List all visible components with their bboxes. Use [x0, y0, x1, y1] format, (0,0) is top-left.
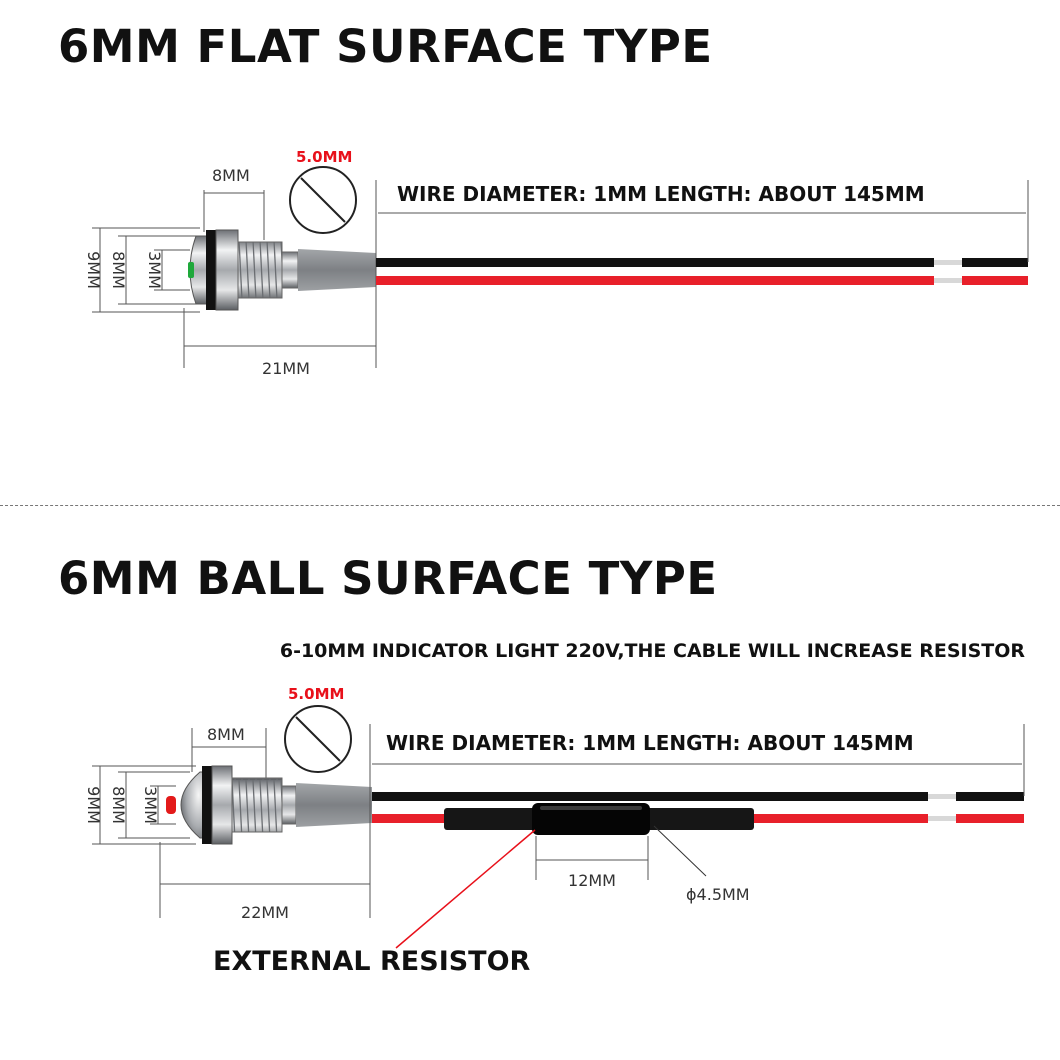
ball-hole-circle [284, 705, 352, 773]
external-resistor-label: EXTERNAL RESISTOR [213, 946, 531, 977]
ball-hole-diameter-label: 5.0MM [288, 685, 344, 703]
ball-outer-dim-label: 9MM [84, 786, 103, 824]
flat-width-dim-label: 8MM [212, 166, 250, 185]
flat-led-lens [188, 262, 194, 278]
flat-outer-dim-label: 9MM [84, 251, 103, 289]
flat-hole-diameter-line [300, 177, 346, 223]
flat-lens-dim-label: 3MM [145, 251, 164, 289]
flat-cable-sheath [298, 249, 376, 291]
resistor-note: 6-10MM INDICATOR LIGHT 220V,THE CABLE WI… [279, 640, 1025, 662]
resistor-diameter-pointer [653, 825, 707, 877]
resistor-diameter-label: ϕ4.5MM [686, 885, 750, 904]
ball-lens-dim-label: 3MM [141, 786, 160, 824]
flat-wire-spec: WIRE DIAMETER: 1MM LENGTH: ABOUT 145MM [397, 182, 925, 206]
ball-section-title: 6MM BALL SURFACE TYPE [58, 552, 718, 605]
external-resistor-pointer [395, 829, 536, 949]
flat-length-dim-label: 21MM [262, 359, 310, 378]
ball-width-dim-label: 8MM [207, 725, 245, 744]
flat-section-title: 6MM FLAT SURFACE TYPE [58, 20, 713, 73]
ball-wires [372, 792, 1024, 823]
flat-indicator-body [188, 229, 376, 311]
flat-wires [376, 258, 1028, 285]
ball-wire-spec: WIRE DIAMETER: 1MM LENGTH: ABOUT 145MM [386, 731, 914, 755]
section-divider [0, 505, 1060, 506]
ball-led-lens [166, 796, 176, 814]
ball-cable-sheath [296, 783, 372, 827]
ball-length-dim-label: 22MM [241, 903, 289, 922]
flat-hole-circle [289, 166, 357, 234]
flat-type-diagram: 5.0MM 8MM 9MM 8MM 3MM 21MM W [84, 148, 1029, 378]
flat-thread-dim-label: 8MM [109, 251, 128, 289]
resistor-length-label: 12MM [568, 871, 616, 890]
ball-thread-dim-label: 8MM [109, 786, 128, 824]
ball-indicator-body [166, 765, 372, 845]
ball-hole-diameter-line [295, 716, 341, 762]
flat-hole-diameter-label: 5.0MM [296, 148, 352, 166]
ball-type-diagram: 5.0MM 8MM 9MM 8MM 3MM 22MM [84, 685, 1025, 977]
resistor-sleeve [444, 803, 754, 835]
